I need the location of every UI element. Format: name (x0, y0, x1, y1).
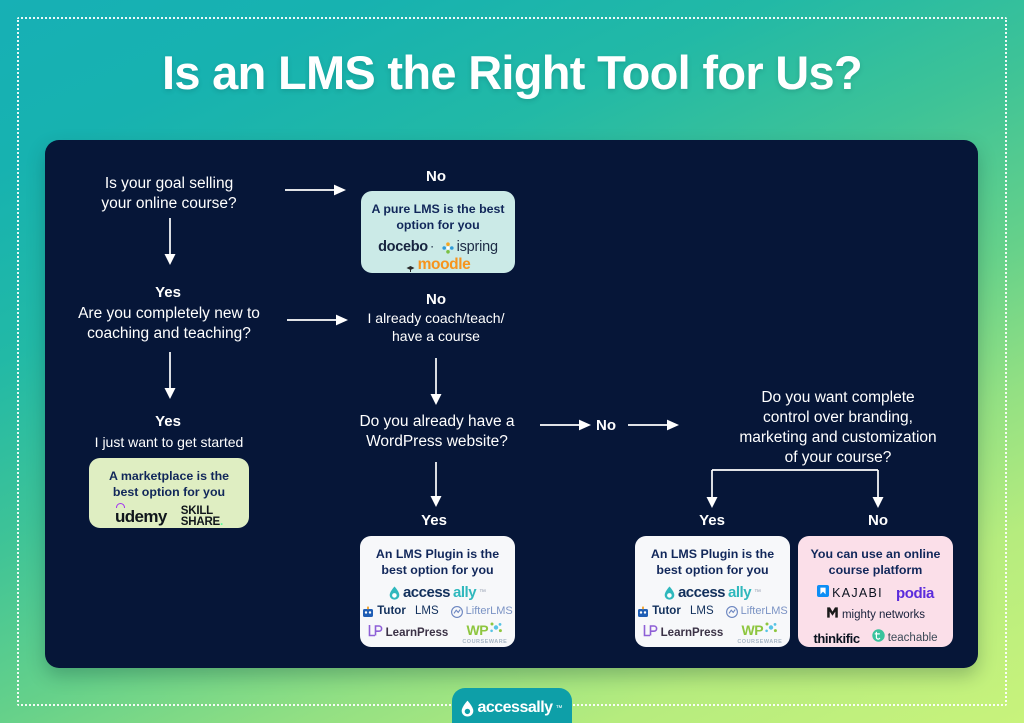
arrow-down-q3-yes (426, 462, 446, 508)
moodle-logo: moodle (406, 256, 471, 274)
tutor-lms-logo: Tutor LMS (637, 605, 714, 618)
logo-row-kajabi-podia: KAJABI podia (806, 584, 945, 602)
footer-brand-tab: accessally ™ (452, 688, 572, 723)
wp-courseware-burst-icon (489, 621, 503, 639)
wp-courseware-logo: WP COURSEWARE (462, 621, 508, 646)
learnpress-lp-icon (368, 624, 383, 643)
result-box-pure-lms: A pure LMS is the best option for you do… (361, 191, 515, 273)
arrow-down-q2-yes (160, 352, 180, 400)
result-marketplace-title: A marketplace is the best option for you (108, 469, 230, 500)
thinkific-logo: thinkific (813, 630, 860, 646)
result-box-course-platform: You can use an online course platform KA… (798, 536, 953, 647)
udemy-smile-icon (115, 503, 125, 509)
lifter-lms-mark-icon (725, 605, 738, 619)
arrow-branch-q4 (700, 467, 890, 509)
skillshare-logo: SKILL SHARE. (180, 505, 224, 529)
question-new-to-coaching: Are you completely new to coaching and t… (78, 305, 260, 342)
arrow-down-to-wordpress-q (426, 358, 446, 406)
moodle-cap-icon (406, 261, 415, 272)
label-q3-no: No (596, 417, 616, 434)
logo-row-pure-lms-1: docebo · ispring (369, 239, 507, 255)
logo-row-pure-lms-2: moodle (369, 256, 507, 274)
arrow-right-q2-no (287, 312, 349, 328)
logo-row-marketplace: udemy SKILL SHARE. (97, 503, 241, 529)
learnpress-logo: LearnPress (643, 624, 723, 643)
question-complete-control: Do you want complete control over brandi… (739, 389, 937, 467)
lifter-lms-logo: LifterLMS (725, 605, 788, 619)
label-q2-yes-sub: I just want to get started (94, 434, 244, 450)
accessally-droplet-icon (664, 586, 675, 600)
label-q3-yes: Yes (421, 512, 447, 529)
logo-row-tutor-lifter-c: Tutor LMS LifterLMS (363, 605, 513, 619)
mighty-networks-logo: mighty networks (826, 606, 925, 624)
question-goal-selling: Is your goal selling your online course? (101, 175, 237, 212)
learnpress-lp-icon (643, 624, 658, 643)
label-q2-no-sub: I already coach/teach/ have a course (367, 310, 505, 344)
accessally-droplet-icon (461, 700, 474, 717)
result-pure-lms-title: A pure LMS is the best option for you (371, 202, 505, 233)
arrow-right-q3-no-b (628, 417, 680, 433)
ispring-logo: ispring (441, 239, 498, 255)
logo-row-tutor-lifter-r: Tutor LMS LifterLMS (638, 605, 788, 619)
result-box-marketplace: A marketplace is the best option for you… (89, 458, 249, 528)
logo-row-thinkific-teachable: thinkific teachable (806, 629, 945, 647)
accessally-droplet-icon (389, 586, 400, 600)
logo-row-mighty-networks: mighty networks (806, 606, 945, 624)
page-title: Is an LMS the Right Tool for Us? (162, 46, 863, 99)
udemy-logo: udemy (115, 503, 167, 527)
label-q2-no: No (426, 291, 446, 308)
wp-courseware-logo: WP COURSEWARE (737, 621, 783, 646)
arrow-right-q3-no-a (540, 417, 592, 433)
teachable-logo: teachable (871, 629, 938, 647)
label-q2-yes: Yes (155, 413, 181, 430)
lifter-lms-logo: LifterLMS (450, 605, 513, 619)
result-lms-plugin-center-title: An LMS Plugin is the best option for you (375, 547, 500, 578)
teachable-mark-icon (871, 629, 885, 647)
tutor-lms-logo: Tutor LMS (362, 605, 439, 618)
podia-logo: podia (895, 584, 934, 602)
wp-courseware-burst-icon (764, 621, 778, 639)
arrow-down-q1-to-q2 (160, 218, 180, 266)
label-q1-yes: Yes (155, 284, 181, 301)
result-lms-plugin-right-title: An LMS Plugin is the best option for you (650, 547, 775, 578)
learnpress-logo: LearnPress (368, 624, 448, 643)
logo-row-learnpress-wp-r: LearnPress WP COURSEWARE (643, 621, 782, 645)
ispring-flower-icon (441, 241, 454, 254)
tutor-lms-mark-icon (362, 605, 374, 618)
footer-brand-name: accessally (477, 699, 553, 716)
result-box-lms-plugin-right: An LMS Plugin is the best option for you… (635, 536, 790, 647)
kajabi-logo: KAJABI (817, 584, 883, 602)
label-q4-yes: Yes (699, 512, 725, 529)
kajabi-mark-icon (817, 584, 830, 602)
tutor-lms-mark-icon (637, 605, 649, 618)
question-wordpress-website: Do you already have a WordPress website? (359, 413, 515, 450)
result-course-platform-title: You can use an online course platform (810, 547, 941, 578)
lifter-lms-mark-icon (450, 605, 463, 619)
footer-brand-tm: ™ (555, 704, 563, 712)
arrow-right-q1-no (285, 182, 347, 198)
mighty-networks-m-icon (826, 606, 839, 624)
result-box-lms-plugin-center: An LMS Plugin is the best option for you… (360, 536, 515, 647)
label-q1-no: No (426, 168, 446, 185)
label-q4-no: No (868, 512, 888, 529)
docebo-logo: docebo · (378, 239, 434, 256)
logo-row-learnpress-wp-c: LearnPress WP COURSEWARE (368, 621, 507, 645)
